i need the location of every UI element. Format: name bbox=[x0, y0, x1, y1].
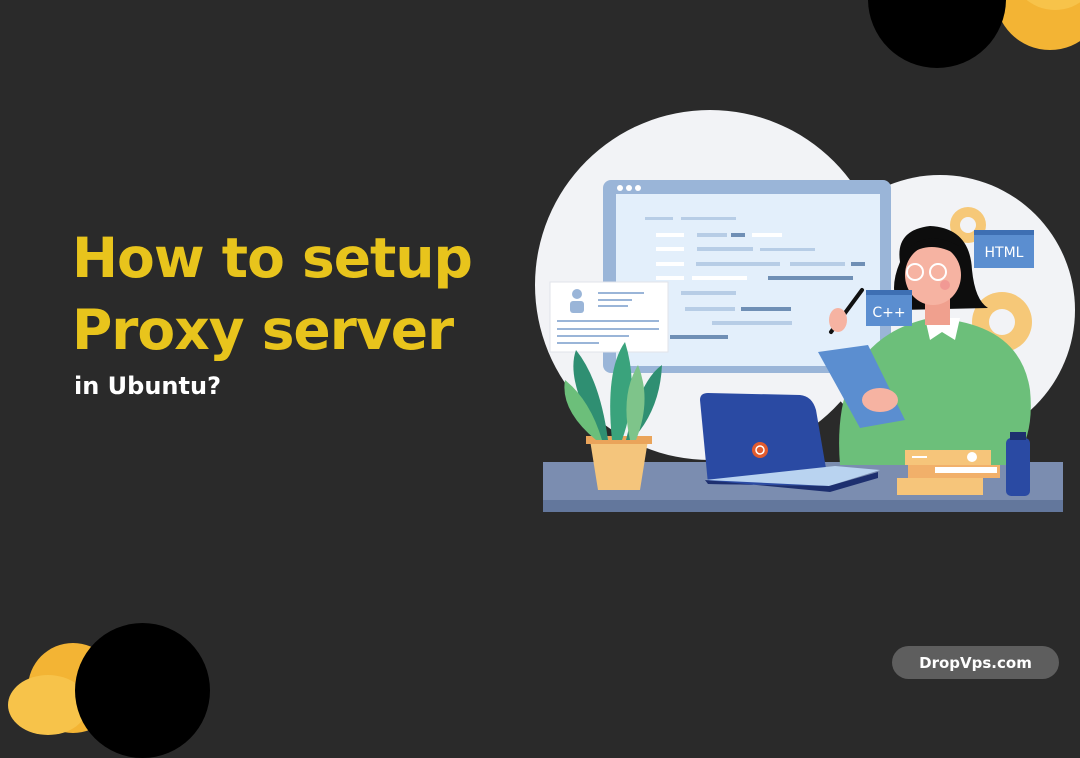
tablet bbox=[818, 345, 905, 428]
laptop bbox=[700, 393, 880, 492]
books bbox=[897, 450, 1000, 495]
decor-yellow-blob-top-2 bbox=[1010, 0, 1080, 10]
cpp-tag: C++ bbox=[866, 290, 912, 326]
profile-card bbox=[549, 281, 669, 353]
woman-character bbox=[839, 226, 1031, 465]
potted-plant bbox=[564, 342, 662, 490]
ubuntu-logo-icon bbox=[752, 442, 768, 458]
html-tag: HTML bbox=[974, 230, 1034, 268]
brand-label: DropVps.com bbox=[919, 653, 1032, 672]
page-title: How to setup Proxy server bbox=[72, 222, 473, 366]
svg-text:C++: C++ bbox=[872, 305, 905, 321]
developer-illustration: HTML C++ bbox=[535, 110, 1075, 512]
page-subtitle: in Ubuntu? bbox=[74, 372, 221, 400]
svg-text:HTML: HTML bbox=[985, 245, 1024, 261]
title-line-1: How to setup bbox=[72, 226, 473, 290]
title-line-2: Proxy server bbox=[72, 298, 454, 362]
water-bottle bbox=[1006, 438, 1030, 496]
brand-badge[interactable]: DropVps.com bbox=[892, 646, 1059, 679]
